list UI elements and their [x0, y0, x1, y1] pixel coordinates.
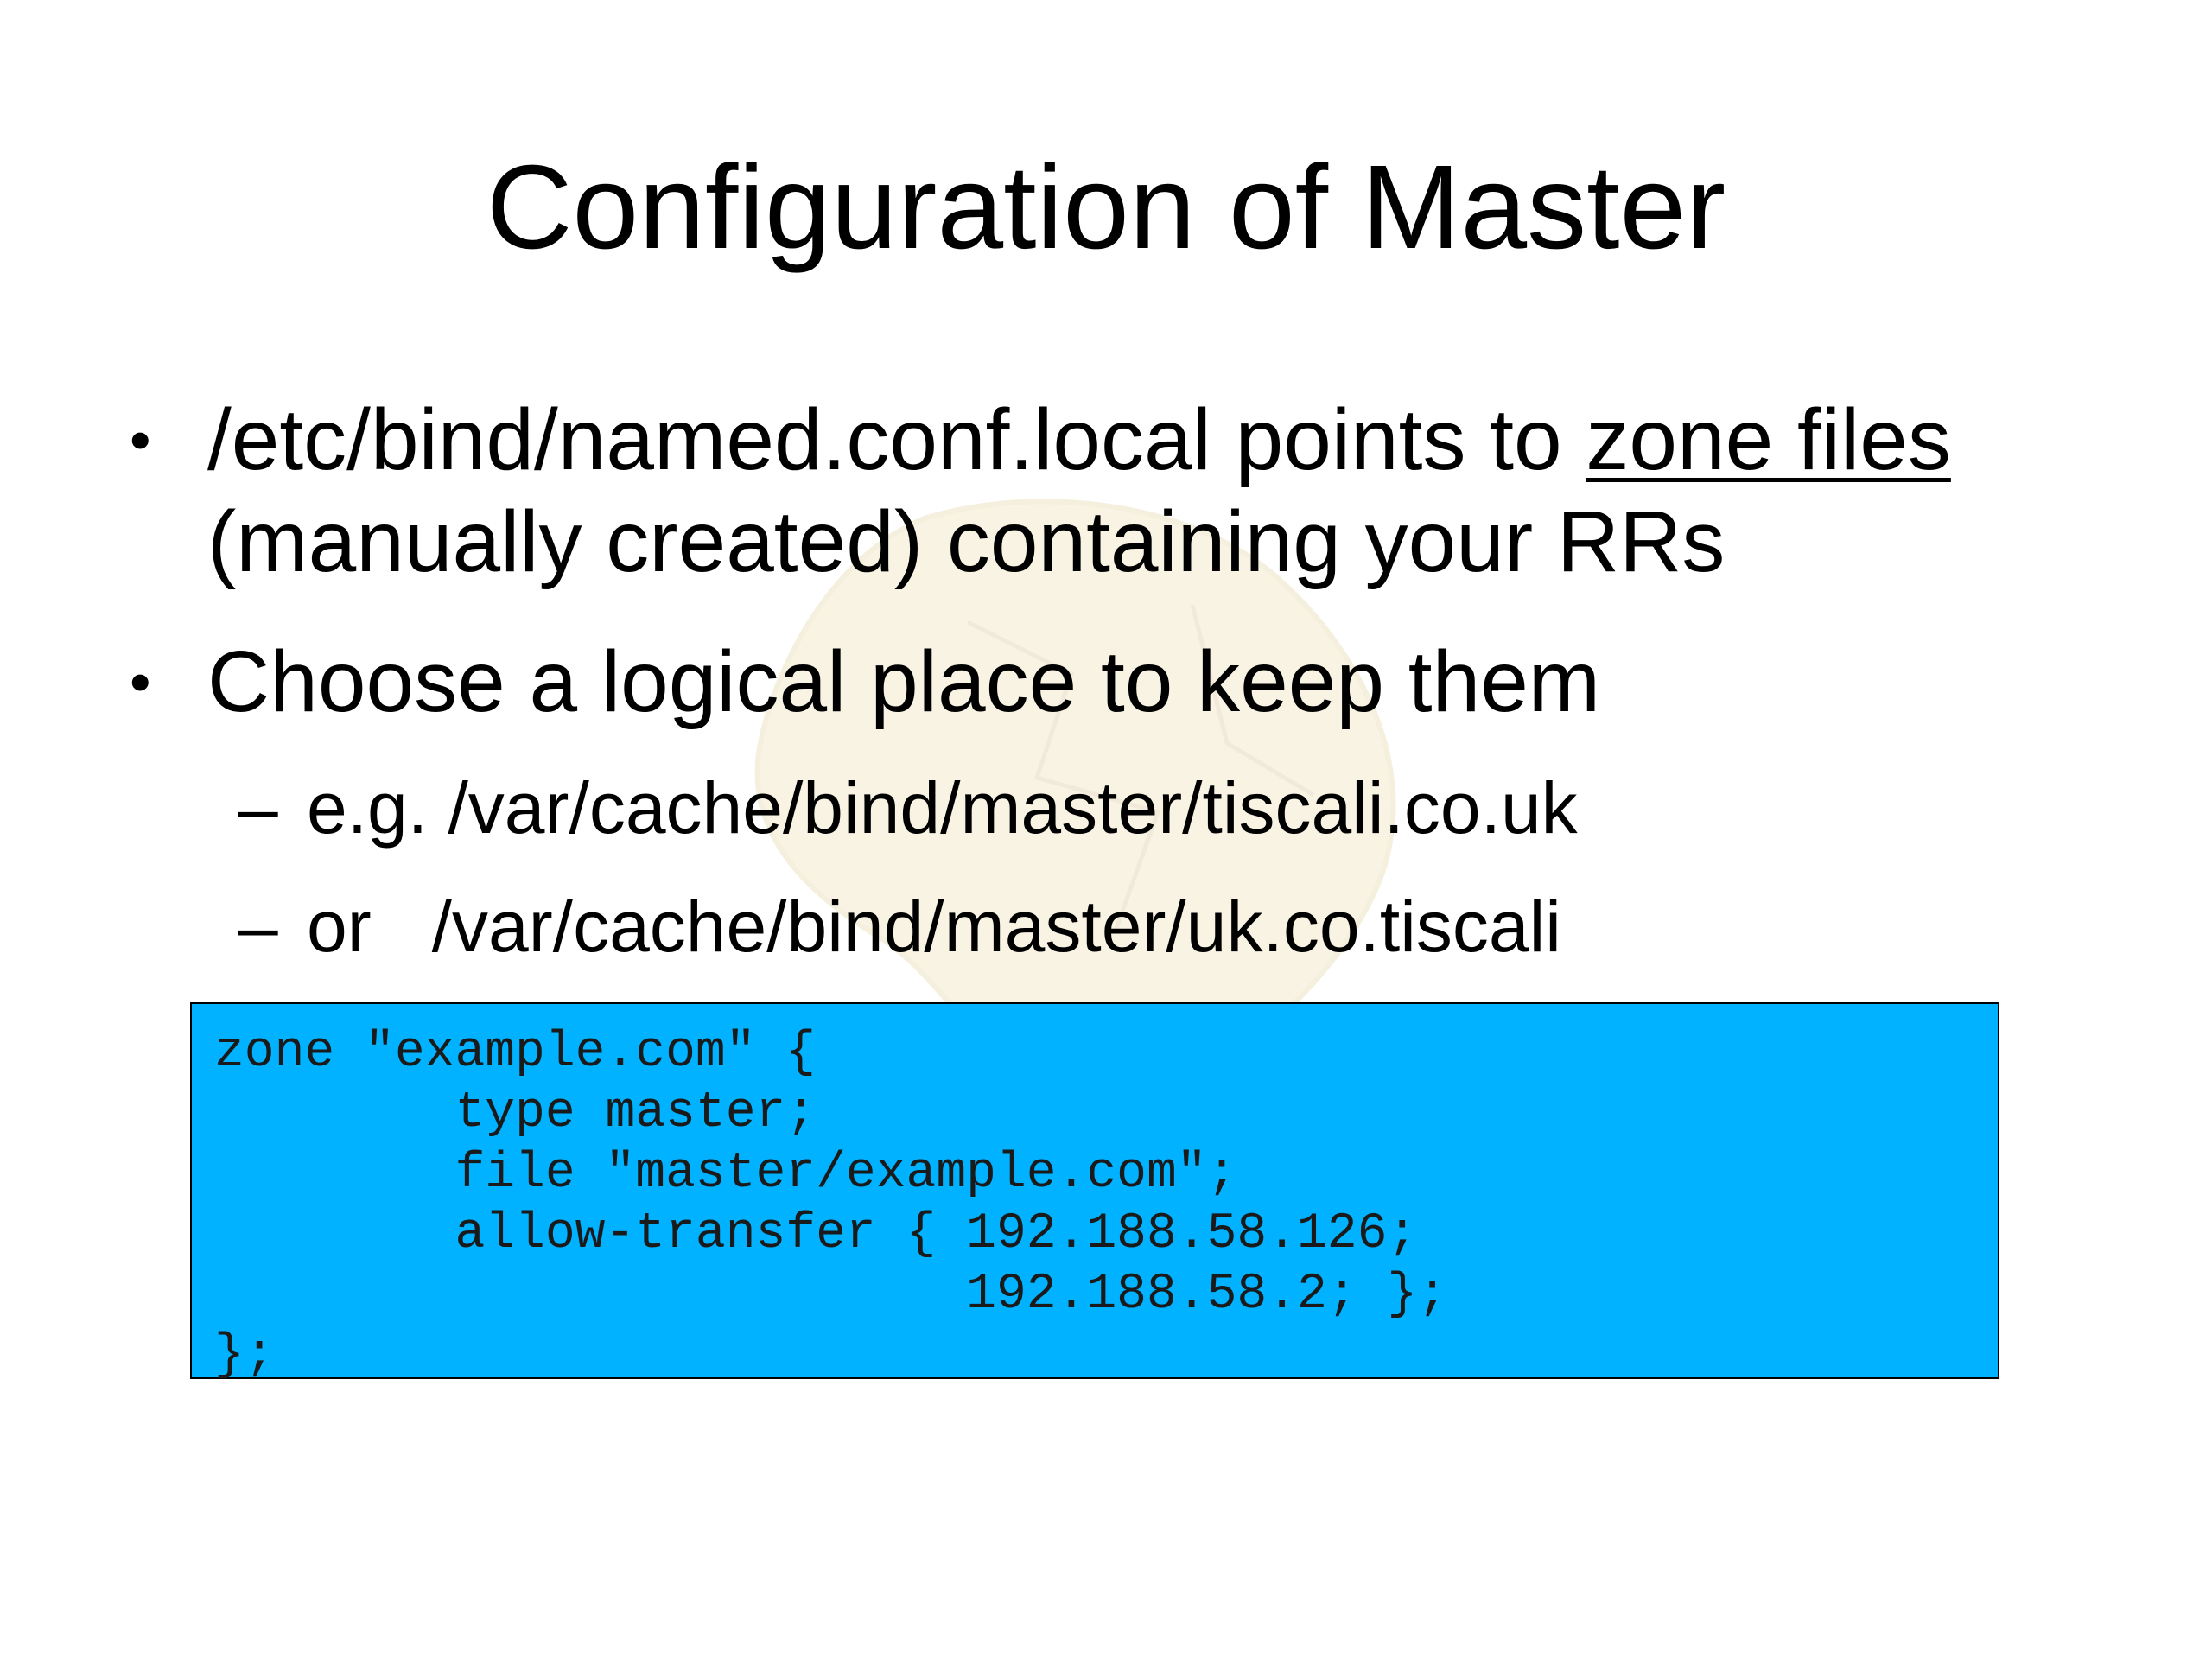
bullet-line-2: (manually created) containing your RRs	[207, 493, 1726, 590]
slide-title: Configuration of Master	[486, 141, 1726, 274]
bullet-text: Choose a logical place to keep them	[207, 633, 1601, 730]
code-line: };	[214, 1327, 275, 1383]
sub-item-text: e.g. /var/cache/bind/master/tiscali.co.u…	[307, 767, 1578, 849]
zone-files-link[interactable]: zone files	[1586, 391, 1951, 488]
bullet-marker: •	[130, 406, 151, 474]
code-line: 192.188.58.2; };	[214, 1267, 1448, 1323]
code-line: file "master/example.com";	[214, 1146, 1237, 1202]
bullet-text: /etc/bind/named.conf.local points to zon…	[207, 389, 1951, 593]
code-line: allow-transfer { 192.188.58.126;	[214, 1206, 1418, 1262]
bullet-marker: •	[130, 648, 151, 715]
sub-marker: –	[238, 886, 278, 967]
code-text: zone "example.com" { type master; file "…	[214, 1023, 1447, 1386]
sub-item-text: or /var/cache/bind/master/uk.co.tiscali	[307, 886, 1561, 967]
code-block: zone "example.com" { type master; file "…	[190, 1002, 1999, 1383]
bullet-line-1: /etc/bind/named.conf.local points to zon…	[207, 389, 1951, 491]
code-line: zone "example.com" {	[214, 1025, 817, 1081]
sub-marker: –	[238, 767, 278, 849]
code-line: type master;	[214, 1085, 817, 1141]
bullet-text-prefix: /etc/bind/named.conf.local points to	[207, 391, 1586, 488]
